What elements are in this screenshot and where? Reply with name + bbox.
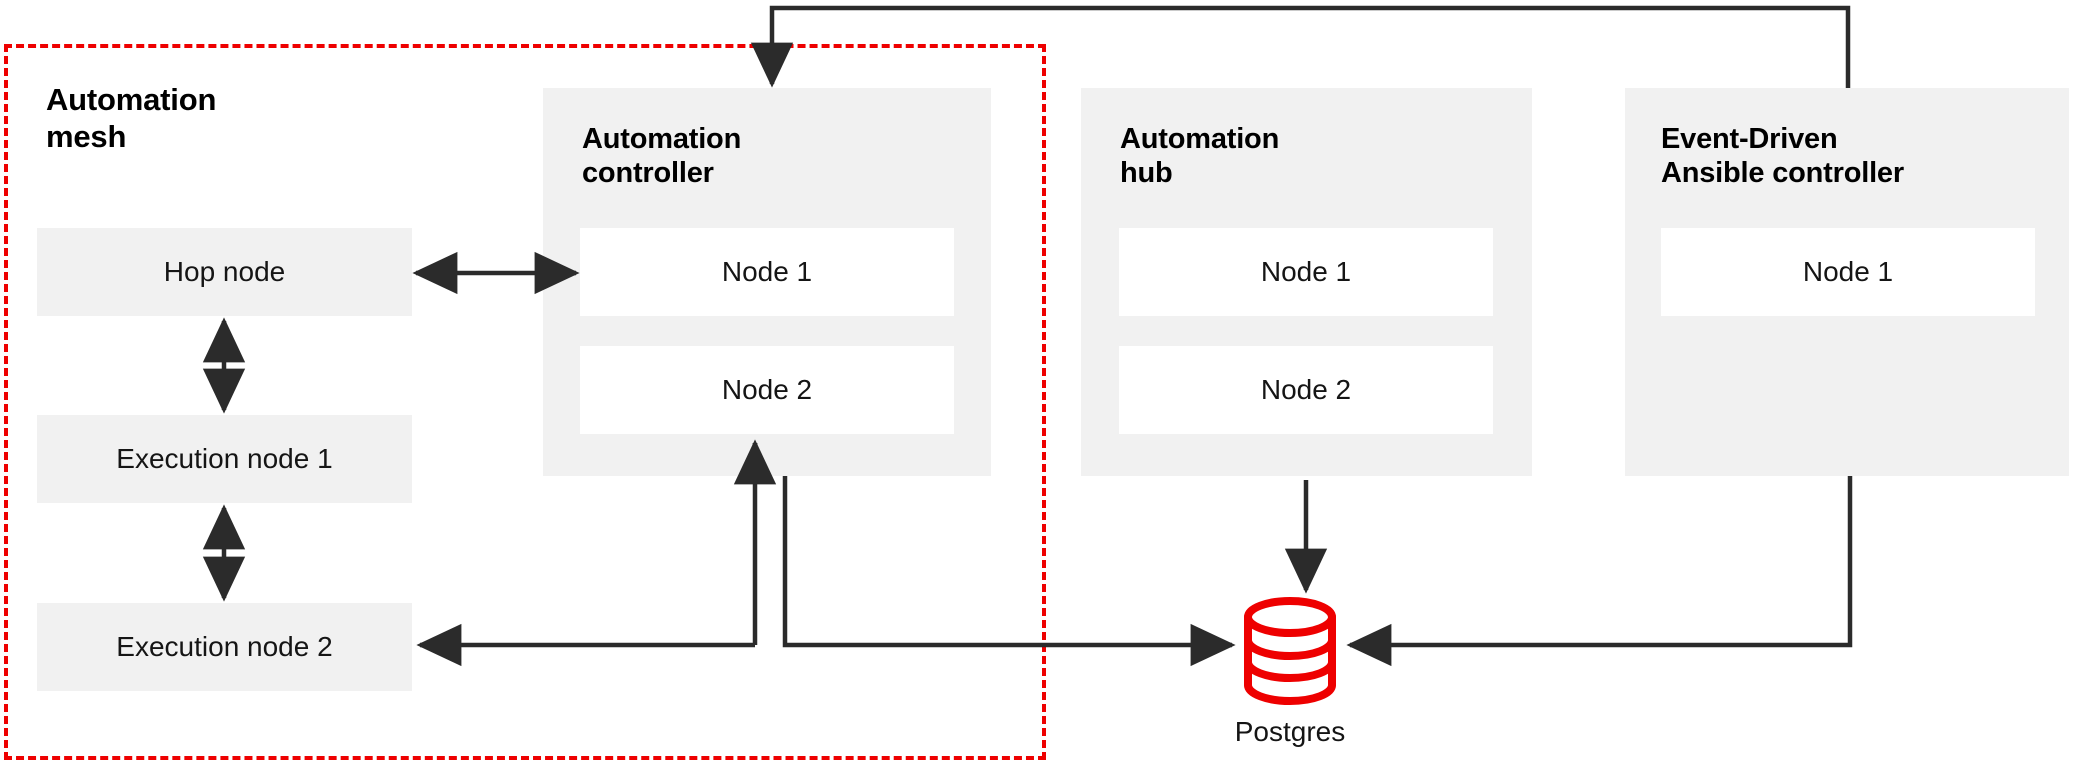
event-driven-ansible-controller-node-1[interactable]: Node 1 bbox=[1661, 228, 2035, 316]
mesh-node-execution-node-2[interactable]: Execution node 2 bbox=[37, 603, 412, 691]
component-automation-hub-title: Automation hub bbox=[1120, 123, 1280, 190]
automation-mesh-boundary bbox=[4, 44, 1046, 760]
mesh-node-hop-node-label: Hop node bbox=[163, 256, 286, 287]
automation-controller-node-1-label: Node 1 bbox=[721, 256, 813, 287]
database-cylinder-icon[interactable] bbox=[1243, 597, 1337, 705]
automation-hub-node-2[interactable]: Node 2 bbox=[1119, 346, 1493, 434]
automation-mesh-title: Automation mesh bbox=[46, 82, 217, 154]
database-label: Postgres bbox=[1234, 716, 1346, 747]
automation-hub-node-2-label: Node 2 bbox=[1260, 374, 1352, 405]
database-cylinder-svg bbox=[1244, 597, 1336, 705]
component-automation-controller-title: Automation controller bbox=[582, 123, 742, 190]
mesh-node-execution-node-1[interactable]: Execution node 1 bbox=[37, 415, 412, 503]
automation-hub-node-1[interactable]: Node 1 bbox=[1119, 228, 1493, 316]
connector-eda-to-postgres bbox=[1346, 476, 1853, 667]
automation-hub-node-1-label: Node 1 bbox=[1260, 256, 1352, 287]
mesh-node-execution-node-2-label: Execution node 2 bbox=[116, 631, 333, 662]
mesh-node-execution-node-1-label: Execution node 1 bbox=[116, 443, 333, 474]
component-event-driven-ansible-controller-title: Event-Driven Ansible controller bbox=[1661, 123, 1904, 190]
automation-controller-node-2[interactable]: Node 2 bbox=[580, 346, 954, 434]
event-driven-ansible-controller-node-1-label: Node 1 bbox=[1802, 256, 1894, 287]
automation-controller-node-1[interactable]: Node 1 bbox=[580, 228, 954, 316]
automation-controller-node-2-label: Node 2 bbox=[721, 374, 813, 405]
mesh-node-hop-node[interactable]: Hop node bbox=[37, 228, 412, 316]
